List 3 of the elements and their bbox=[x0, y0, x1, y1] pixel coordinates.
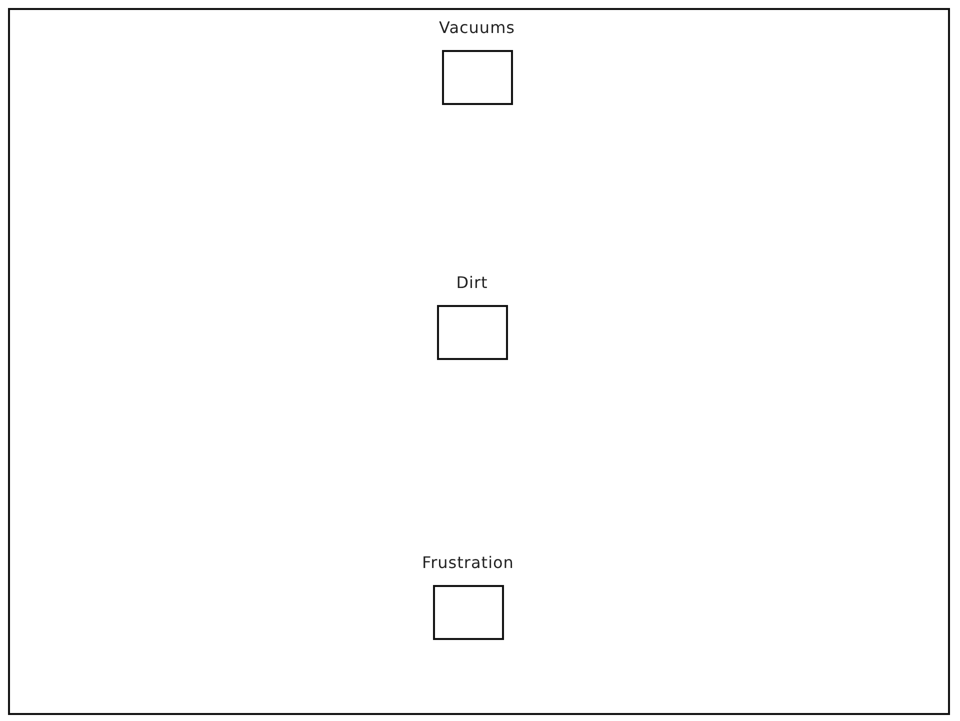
box-heading: Vacuums bbox=[438, 18, 516, 38]
box-heading: Dirt bbox=[455, 273, 489, 293]
box-heading: Frustration bbox=[421, 553, 515, 573]
